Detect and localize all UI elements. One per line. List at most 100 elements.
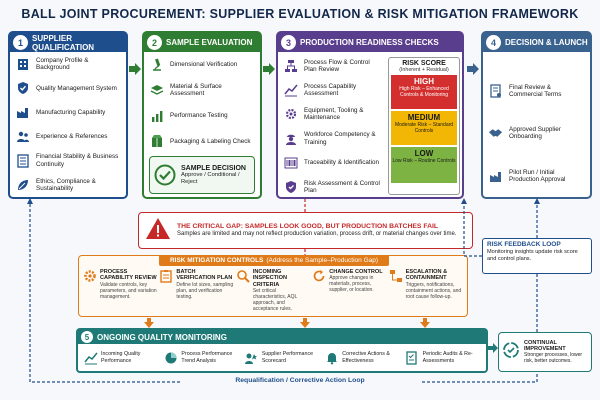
item-label: Material & Surface Assessment — [170, 83, 222, 98]
item-label: Quality Management System — [36, 84, 117, 92]
shield-check-icon — [15, 81, 30, 96]
evaluation-item: Dimensional Verification — [144, 57, 260, 72]
decision-text: Approve / Conditional / Reject — [181, 171, 240, 185]
item-label: Risk Assessment & Control Plan — [304, 179, 380, 194]
panel-title: PRODUCTION READINESS CHECKS — [300, 38, 439, 47]
step-number: 2 — [147, 35, 162, 50]
flowchart-icon — [283, 59, 298, 74]
panel-production-readiness: 3 PRODUCTION READINESS CHECKS Process Fl… — [276, 31, 464, 199]
qualification-item: Ethics, Compliance & Sustainability — [10, 177, 126, 192]
qualification-item: Financial Stability & Business Continuit… — [10, 153, 126, 168]
arrow-right-icon — [488, 343, 498, 353]
feedback-title: RISK FEEDBACK LOOP — [487, 241, 561, 248]
mitigation-header: RISK MITIGATION CONTROLS (Address the Sa… — [159, 255, 389, 266]
risk-level-label: HIGH — [414, 77, 434, 86]
item-label: Incoming Quality Performance — [101, 351, 141, 364]
arrow-right-icon — [129, 63, 141, 75]
gap-title: THE CRITICAL GAP: SAMPLES LOOK GOOD, BUT… — [177, 222, 439, 230]
handshake-icon — [488, 126, 503, 141]
item-label: Pilot Run / Initial Production Approval — [509, 168, 566, 183]
readiness-item: Process Capability Assessment — [278, 83, 386, 98]
risk-title: RISK SCORE — [402, 60, 446, 67]
qualification-item: Quality Management System — [10, 81, 126, 96]
mitigation-title: RISK MITIGATION CONTROLS — [169, 257, 264, 264]
magnifier-icon — [236, 269, 250, 312]
feedback-text: Monitoring insights update risk score an… — [487, 249, 578, 262]
shield-icon — [283, 179, 298, 194]
audit-document-icon — [405, 350, 420, 365]
item-label: Ethics, Compliance & Sustainability — [36, 177, 96, 192]
item-label: Process Performance Trend Analysis — [181, 351, 233, 364]
item-label: Approved Supplier Onboarding — [509, 126, 561, 141]
warning-icon — [145, 217, 171, 245]
panel-5-header: 5 ONGOING QUALITY MONITORING — [78, 330, 486, 344]
arrow-down-icon — [420, 318, 430, 328]
improve-text: Stronger processes, lower risk, better o… — [524, 351, 583, 364]
improve-title: CONTINUAL IMPROVEMENT — [524, 339, 566, 352]
panel-2-header: 2 SAMPLE EVALUATION — [144, 33, 260, 52]
control-title: BATCH VERIFICATION PLAN — [176, 269, 233, 282]
readiness-item: Risk Assessment & Control Plan — [278, 179, 386, 194]
building-icon — [15, 57, 30, 72]
panel-4-header: 4 DECISION & LAUNCH — [483, 33, 590, 52]
item-label: Packaging & Labeling Check — [170, 137, 251, 145]
qualification-item: Company Profile & Background — [10, 57, 126, 72]
bar-chart-icon — [149, 108, 164, 123]
trend-chart-icon — [83, 350, 98, 365]
control-title: CHANGE CONTROL — [329, 269, 383, 275]
evaluation-item: Packaging & Labeling Check — [144, 134, 260, 149]
launch-item: Pilot Run / Initial Production Approval — [483, 168, 590, 183]
gears-icon — [83, 269, 97, 312]
step-number: 5 — [81, 331, 93, 343]
loop-label: Requalification / Corrective Action Loop — [180, 377, 420, 384]
check-circle-icon — [154, 164, 176, 186]
item-label: Process Capability Assessment — [304, 83, 357, 98]
step-number: 4 — [486, 35, 501, 50]
arrow-right-icon — [263, 63, 275, 75]
item-label: Performance Testing — [170, 112, 228, 120]
mitigation-controls-panel: RISK MITIGATION CONTROLS (Address the Sa… — [78, 255, 468, 317]
qualification-item: Manufacturing Capability — [10, 105, 126, 120]
risk-level-text: High Risk – Enhanced Controls & Monitori… — [399, 86, 449, 98]
panel-3-header: 3 PRODUCTION READINESS CHECKS — [278, 33, 462, 52]
item-label: Equipment, Tooling & Maintenance — [304, 107, 364, 122]
launch-item: Approved Supplier Onboarding — [483, 126, 590, 141]
clipboard-icon — [159, 269, 173, 312]
continual-improvement-box: CONTINUAL IMPROVEMENT Stronger processes… — [498, 332, 592, 372]
evaluation-item: Performance Testing — [144, 108, 260, 123]
control-title: INCOMING INSPECTION CRITERIA — [252, 269, 288, 288]
arrow-right-icon — [467, 63, 479, 75]
control-text: Triggers, notifications, containment act… — [405, 281, 462, 300]
layers-icon — [149, 83, 164, 98]
control-title: ESCALATION & CONTAINMENT — [405, 269, 448, 282]
factory-icon — [488, 168, 503, 183]
panel-ongoing-monitoring: 5 ONGOING QUALITY MONITORING Incoming Qu… — [76, 328, 488, 373]
item-label: Company Profile & Background — [36, 56, 89, 72]
control-text: Approve changes in materials, process, s… — [329, 275, 374, 294]
monitoring-item: Periodic Audits & Re-Assessments — [403, 350, 483, 365]
monitoring-item: Incoming Quality Performance — [81, 350, 161, 365]
alert-flow-icon — [389, 269, 403, 312]
scorecard-icon — [244, 350, 259, 365]
monitoring-item: Process Performance Trend Analysis — [161, 350, 241, 365]
readiness-item: Traceability & Identification — [278, 155, 386, 170]
panel-title: ONGOING QUALITY MONITORING — [97, 332, 227, 342]
control-text: Set critical characteristics, AQL approa… — [252, 288, 298, 313]
cycle-icon — [502, 341, 520, 364]
people-icon — [15, 129, 30, 144]
panel-sample-evaluation: 2 SAMPLE EVALUATION Dimensional Verifica… — [142, 31, 262, 199]
control-text: Validate controls, key parameters, and v… — [100, 281, 157, 300]
monitoring-item: Corrective Actions & Effectiveness — [322, 350, 402, 365]
control-title: PROCESS CAPABILITY REVIEW — [100, 269, 157, 282]
step-number: 1 — [13, 35, 28, 50]
risk-level-text: Low Risk – Routine Controls — [392, 158, 456, 164]
item-label: Process Flow & Control Plan Review — [304, 58, 370, 74]
panel-title: DECISION & LAUNCH — [505, 38, 588, 47]
risk-level-label: MEDIUM — [407, 113, 441, 122]
sample-decision-box: SAMPLE DECISION Approve / Conditional / … — [149, 156, 255, 194]
feedback-loop-box: RISK FEEDBACK LOOP Monitoring insights u… — [482, 238, 592, 274]
risk-score-box: RISK SCORE (Inherent + Residual) HIGH Hi… — [388, 57, 460, 195]
